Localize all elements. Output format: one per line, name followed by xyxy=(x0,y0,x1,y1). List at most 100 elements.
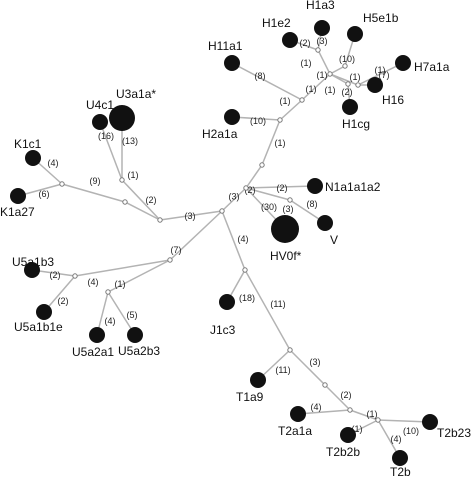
haplogroup-node-H7a1a xyxy=(395,55,411,71)
mutation-label-hv-V: (8) xyxy=(307,199,318,209)
edge-u5-u5b xyxy=(74,259,171,277)
median-vector-h5 xyxy=(342,63,348,69)
edge-ku-k xyxy=(124,201,161,221)
haplogroup-node-H1e2 xyxy=(282,32,298,48)
haplogroup-node-U4c1 xyxy=(92,114,108,130)
mutation-label-k2-K1c1: (4) xyxy=(48,158,59,168)
haplogroup-label-U5a2b3: U5a2b3 xyxy=(118,344,160,358)
haplogroup-node-K1c1 xyxy=(25,150,41,166)
median-vector-t4 xyxy=(375,417,381,423)
mutation-label-h6-H7a1a: (1) xyxy=(375,65,386,75)
haplogroup-label-H5e1b: H5e1b xyxy=(363,11,399,25)
mutation-label-h7-H1cg: (2) xyxy=(342,87,353,97)
haplogroup-label-T2b23: T2b23 xyxy=(437,426,471,440)
haplogroup-label-HV0f: HV0f* xyxy=(270,249,302,263)
median-vector-h2 xyxy=(299,97,305,103)
haplogroup-node-U3a1a xyxy=(109,105,135,131)
haplogroup-node-T2b2b xyxy=(340,427,356,443)
haplogroup-label-H2a1a: H2a1a xyxy=(202,127,238,141)
mutation-label-t2-t3: (2) xyxy=(341,390,352,400)
mutation-label-h2-h3: (1) xyxy=(306,84,317,94)
median-vector-h1 xyxy=(277,117,283,123)
mutation-label-c-j: (4) xyxy=(238,234,249,244)
edge-h2-h3 xyxy=(301,73,331,101)
edge-j-t1 xyxy=(244,269,291,351)
mutation-label-j-J1c3: (18) xyxy=(239,293,255,303)
mutation-label-k-k2: (9) xyxy=(90,176,101,186)
median-vector-k xyxy=(122,199,128,205)
mutation-label-h2-H11a1: (8) xyxy=(255,71,266,81)
edge-h3-h7 xyxy=(329,73,349,85)
mutation-label-ku-k: (2) xyxy=(146,195,157,205)
haplogroup-label-U4c1: U4c1 xyxy=(86,98,114,112)
haplogroup-node-H2a1a xyxy=(224,109,240,125)
haplogroup-label-T1a9: T1a9 xyxy=(236,390,264,404)
mutation-label-h5-H5e1b: (10) xyxy=(339,54,355,64)
edge-h6-H7a1a xyxy=(357,62,404,86)
median-vector-h3 xyxy=(327,71,333,77)
median-vector-h6 xyxy=(355,82,361,88)
edge-ku-u xyxy=(121,179,161,221)
median-vector-u5b xyxy=(72,273,78,279)
haplogroup-node-K1a27 xyxy=(10,188,26,204)
edge-k-k2 xyxy=(61,183,126,203)
median-vector-r xyxy=(243,185,249,191)
haplogroup-node-H5e1b xyxy=(347,26,363,42)
mutation-label-h3-h4: (1) xyxy=(301,58,312,68)
edge-t4-T2b23 xyxy=(377,419,431,423)
haplogroup-label-V: V xyxy=(330,233,338,247)
edge-r-h0 xyxy=(245,164,263,189)
edge-h3-h5 xyxy=(329,65,346,75)
mutation-label-h3-h7: (1) xyxy=(317,70,328,80)
median-vector-k2 xyxy=(59,181,65,187)
edge-c-r xyxy=(221,187,247,212)
haplogroup-node-H11a1 xyxy=(224,55,240,71)
mutation-label-h0-h1: (1) xyxy=(275,138,286,148)
haplogroup-label-H16: H16 xyxy=(382,93,404,107)
mutation-label-u5a-U5a2a1: (4) xyxy=(105,316,116,326)
median-vector-t2 xyxy=(322,382,328,388)
edge-c-j xyxy=(221,210,246,271)
mutation-label-c-u5: (7) xyxy=(171,245,182,255)
edge-h1-h2 xyxy=(279,99,303,121)
edge-h1-H2a1a xyxy=(231,116,281,121)
median-vector-u5 xyxy=(167,257,173,263)
mutation-label-r-HV0f: (30) xyxy=(261,202,277,212)
mutation-label-h1-H2a1a: (10) xyxy=(250,116,266,126)
haplogroup-label-U5a2a1: U5a2a1 xyxy=(72,345,114,359)
median-vectors xyxy=(59,47,381,423)
mutation-label-t3-t4: (1) xyxy=(367,409,378,419)
mutation-label-r-N1a1a1a2: (2) xyxy=(277,183,288,193)
haplogroup-nodes xyxy=(10,20,438,466)
mutation-label-t1-T1a9: (11) xyxy=(275,365,290,375)
edge-r-hv xyxy=(245,187,291,201)
mutation-label-t4-T2b: (4) xyxy=(391,434,402,444)
haplogroup-node-T2b xyxy=(392,450,408,466)
edge-u-U4c1 xyxy=(99,121,123,181)
haplogroup-label-T2a1a: T2a1a xyxy=(278,424,312,438)
haplogroup-node-U5a1b3 xyxy=(24,262,40,278)
haplogroup-node-T1a9 xyxy=(250,372,266,388)
haplogroup-node-HV0f xyxy=(271,215,299,243)
edge-h0-h1 xyxy=(261,119,281,166)
mutation-label-u5-u5a: (1) xyxy=(115,279,126,289)
mutation-label-h4-H1e2: (2) xyxy=(300,38,311,48)
mutation-label-u5b-U5a1b3: (2) xyxy=(50,270,61,280)
edge-t2-t3 xyxy=(324,384,351,411)
haplogroup-label-H7a1a: H7a1a xyxy=(414,60,450,74)
haplogroup-label-H1e2: H1e2 xyxy=(262,16,291,30)
edge-u5a-U5a2b3 xyxy=(107,291,136,336)
median-vector-u xyxy=(119,177,125,183)
haplogroup-label-H11a1: H11a1 xyxy=(208,39,243,53)
network-edges xyxy=(17,27,431,459)
haplogroup-node-U5a2a1 xyxy=(89,327,105,343)
haplogroup-label-U5a1b3: U5a1b3 xyxy=(12,255,54,269)
mutation-label-u5-u5b: (4) xyxy=(88,277,99,287)
mutation-label-t1-t2: (3) xyxy=(310,357,321,367)
mutation-label-h6-H16: (7) xyxy=(379,70,390,80)
median-vector-t1 xyxy=(287,347,293,353)
mutation-label-c-ku: (3) xyxy=(185,211,196,221)
haplogroup-node-U5a1b1e xyxy=(36,304,52,320)
mutation-label-r-h0: (2) xyxy=(245,185,256,195)
